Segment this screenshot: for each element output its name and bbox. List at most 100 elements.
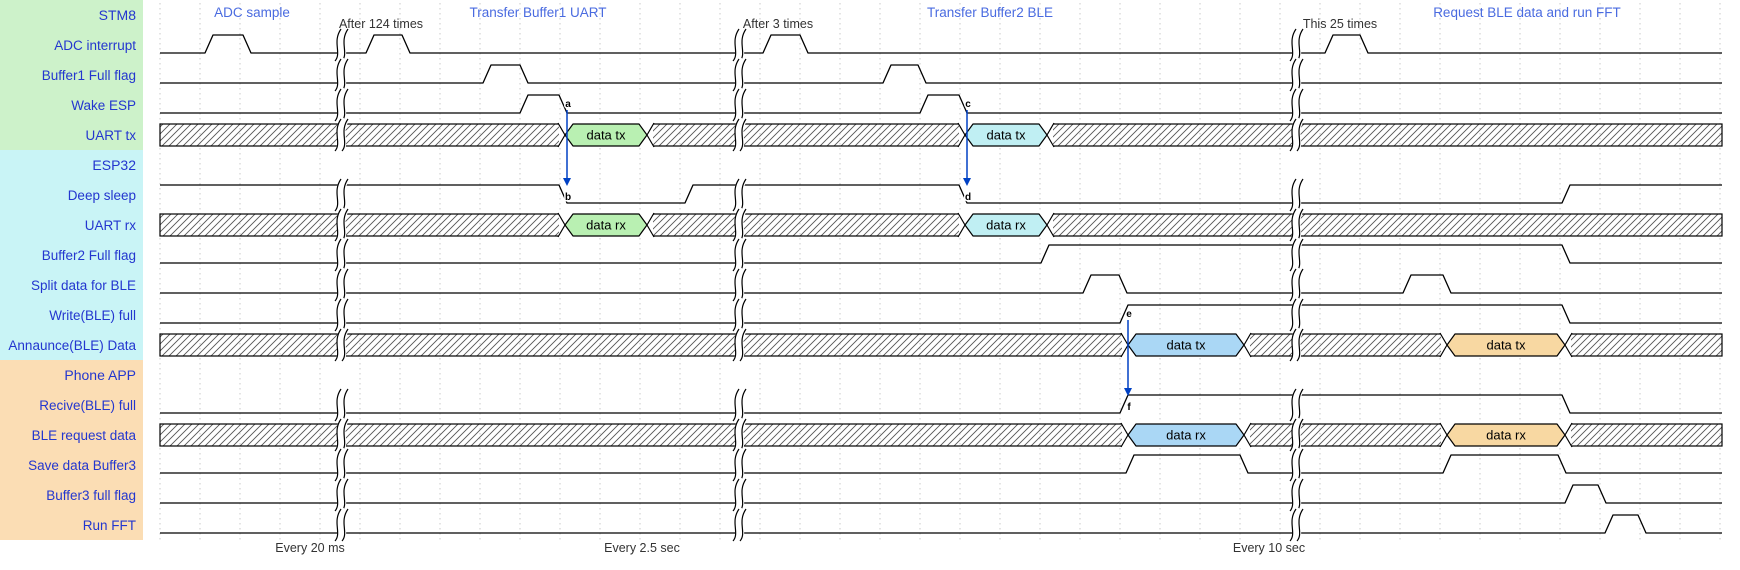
node-label-e: e <box>1126 309 1132 320</box>
annotation-adc-sample: ADC sample <box>214 5 290 20</box>
data-box-crossing <box>1439 422 1573 448</box>
wave-run-fft <box>160 514 1722 534</box>
row-label-save-data-buffer3: Save data Buffer3 <box>28 458 136 473</box>
signal-row-annaunce-ble-data: Annaunce(BLE) Data data tx data tx <box>8 332 1723 358</box>
data-box-crossing <box>1120 422 1252 448</box>
gap-mark <box>1289 88 1297 122</box>
gap-mark <box>1296 118 1304 152</box>
data-box <box>964 213 1048 237</box>
signal-row-phone-app: Phone APP <box>64 367 136 383</box>
group-band-phone-app <box>0 360 143 540</box>
gap-mark <box>732 178 740 212</box>
wave-recive-ble-full <box>160 394 1722 414</box>
signal-row-adc-interrupt: ADC interrupt <box>54 34 1722 54</box>
bus-band-annaunce-ble-data <box>159 333 1723 357</box>
signal-row-run-fft: Run FFT <box>83 514 1722 534</box>
gap-mark <box>732 388 740 422</box>
wave-save-data-buffer3 <box>160 454 1722 474</box>
row-label-phone-app: Phone APP <box>64 367 136 383</box>
arrowhead-icon <box>1124 388 1132 396</box>
gap-mark <box>341 508 349 542</box>
row-label-uart-rx: UART rx <box>85 218 137 233</box>
row-label-wake-esp: Wake ESP <box>71 98 136 113</box>
data-box-crossing <box>557 212 655 238</box>
signal-row-write-ble-full: Write(BLE) full <box>49 304 1722 324</box>
annotation-this-25-times: This 25 times <box>1303 17 1377 31</box>
gap-mark <box>1289 508 1297 542</box>
gap-mark <box>334 298 342 332</box>
bus-band-uart-tx <box>159 123 1723 147</box>
gap-mark <box>334 208 342 242</box>
gap-mark <box>739 118 747 152</box>
bus-band-ble-request-data <box>159 423 1723 447</box>
group-band-esp32 <box>0 150 143 360</box>
annotation-transfer-buffer2-ble: Transfer Buffer2 BLE <box>927 5 1053 20</box>
gap-mark <box>1289 328 1297 362</box>
row-label-annaunce-ble-data: Annaunce(BLE) Data <box>8 338 136 353</box>
gap-mark <box>1289 298 1297 332</box>
data-box <box>564 213 648 237</box>
annotation-transfer-buffer1-uart: Transfer Buffer1 UART <box>469 5 606 20</box>
data-box <box>564 123 648 147</box>
signal-row-split-data-for-ble: Split data for BLE <box>31 274 1722 294</box>
gap-mark <box>1296 508 1304 542</box>
gap-mark <box>732 508 740 542</box>
row-label-split-data-for-ble: Split data for BLE <box>31 278 136 293</box>
node-label-c: c <box>965 99 971 110</box>
wave-adc-interrupt <box>160 34 1722 54</box>
annotation-request-ble-data-and-run-fft: Request BLE data and run FFT <box>1433 5 1621 20</box>
gap-mark <box>1289 208 1297 242</box>
time-gap-marks <box>334 26 1304 544</box>
row-label-deep-sleep: Deep sleep <box>68 188 136 203</box>
node-label-f: f <box>1127 402 1131 413</box>
signal-row-stm8: STM8 <box>99 7 137 23</box>
group-band-stm8 <box>0 0 143 150</box>
gap-mark <box>334 178 342 212</box>
signal-row-buffer3-full-flag: Buffer3 full flag <box>46 484 1722 504</box>
gap-mark <box>1289 448 1297 482</box>
gap-mark <box>1289 28 1297 62</box>
data-box-crossing <box>957 122 1055 148</box>
gap-mark <box>334 58 342 92</box>
data-box-label: data tx <box>1486 338 1526 353</box>
gap-mark <box>334 328 342 362</box>
row-label-buffer2-full-flag: Buffer2 Full flag <box>42 248 136 263</box>
gap-mark <box>1289 118 1297 152</box>
wave-buffer3-full-flag <box>160 484 1722 504</box>
data-box-label: data tx <box>986 128 1026 143</box>
data-box-label: data tx <box>586 128 626 143</box>
gap-mark <box>732 448 740 482</box>
row-label-stm8: STM8 <box>99 7 137 23</box>
gap-mark <box>732 328 740 362</box>
gap-mark <box>334 478 342 512</box>
row-label-ble-request-data: BLE request data <box>32 428 137 443</box>
signal-row-esp32: ESP32 <box>92 157 136 173</box>
row-label-write-ble-full: Write(BLE) full <box>49 308 136 323</box>
gap-mark <box>1289 478 1297 512</box>
gap-mark <box>1289 178 1297 212</box>
wave-split-data-for-ble <box>160 274 1722 294</box>
node-label-d: d <box>965 192 971 203</box>
gap-mark <box>341 118 349 152</box>
gap-mark <box>732 268 740 302</box>
gap-mark <box>1296 328 1304 362</box>
row-label-buffer1-full-flag: Buffer1 Full flag <box>42 68 136 83</box>
annotation-after-124-times: After 124 times <box>339 17 423 31</box>
data-box-crossing <box>1120 332 1252 358</box>
row-label-adc-interrupt: ADC interrupt <box>54 38 136 53</box>
data-box-label: data tx <box>1166 338 1206 353</box>
data-box-label: data rx <box>986 218 1026 233</box>
gap-mark <box>739 328 747 362</box>
gap-mark <box>341 328 349 362</box>
wave-deep-sleep <box>160 184 1722 204</box>
data-box <box>1127 333 1245 357</box>
data-box-crossing <box>557 122 655 148</box>
annotation-every-2-5-sec: Every 2.5 sec <box>604 541 680 555</box>
gap-mark <box>1289 268 1297 302</box>
row-label-recive-ble-full: Recive(BLE) full <box>39 398 136 413</box>
gap-mark <box>732 238 740 272</box>
